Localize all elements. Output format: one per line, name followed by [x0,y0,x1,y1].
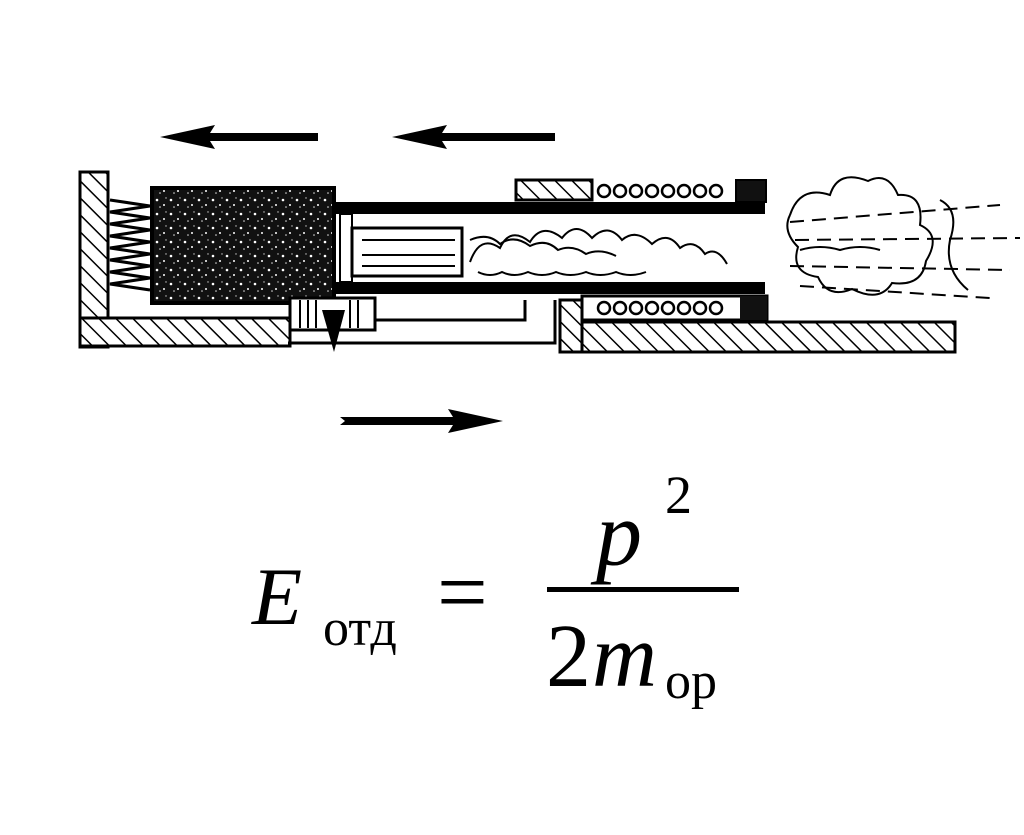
formula-equals: = [437,543,488,642]
formula-denominator-subscript: ор [665,653,717,710]
frame-base [78,170,957,354]
barrel [335,202,765,294]
projectile-arrow-right [340,409,503,433]
propellant-gas [469,228,728,276]
formula-lhs-symbol: E [252,551,303,642]
muzzle-blast [786,176,1021,299]
trigger-sear [288,296,377,352]
recoil-mechanism-diagram [78,125,1021,433]
formula-denominator-symbol: m [592,607,657,706]
recoil-spring-lower [580,294,769,322]
cartridge [350,226,464,278]
lower-rail [288,300,557,345]
buffer-spring [109,198,151,292]
recoil-arrow-left-1 [160,125,318,149]
formula-numerator-symbol: p [596,483,642,585]
fraction-bar [547,587,739,592]
bolt-block [150,186,336,305]
recoil-spring-upper [514,178,767,203]
formula-lhs-subscript: отд [323,600,397,657]
recoil-arrow-left-2 [392,125,555,149]
formula-numerator-exponent: 2 [665,465,692,525]
formula-denominator-coefficient: 2 [546,607,591,706]
